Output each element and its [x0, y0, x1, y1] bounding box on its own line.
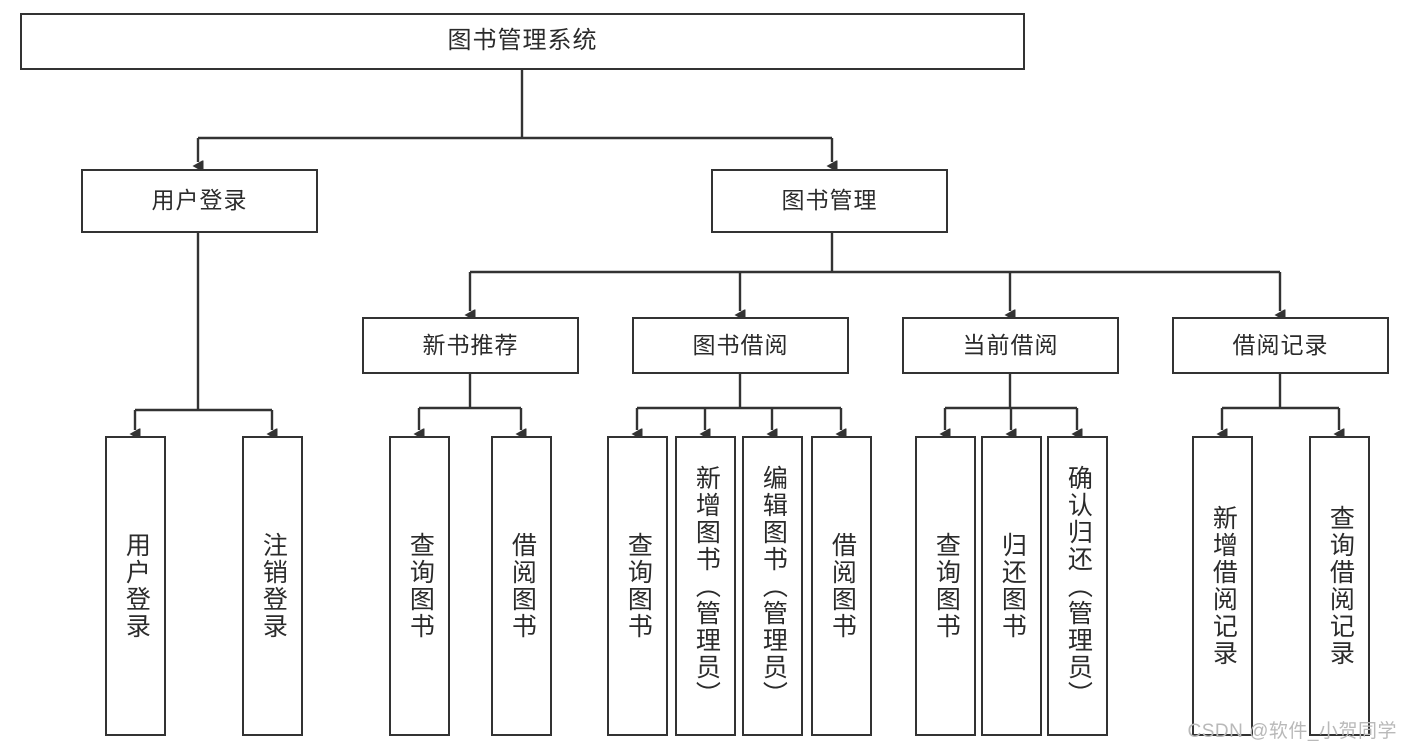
node-user-login[interactable]: 用户登录 — [81, 169, 318, 233]
leaf-current-query-book[interactable]: 查询图书 — [915, 436, 976, 736]
node-new-book-recommend[interactable]: 新书推荐 — [362, 317, 579, 374]
node-current-borrow[interactable]: 当前借阅 — [902, 317, 1119, 374]
leaf-recommend-query-book[interactable]: 查询图书 — [389, 436, 450, 736]
leaf-record-add-borrow-record[interactable]: 新增借阅记录 — [1192, 436, 1253, 736]
leaf-borrow-borrow-book[interactable]: 借阅图书 — [811, 436, 872, 736]
node-borrow-record[interactable]: 借阅记录 — [1172, 317, 1389, 374]
leaf-borrow-add-book-admin[interactable]: 新增图书（管理员） — [675, 436, 736, 736]
leaf-borrow-edit-book-admin[interactable]: 编辑图书（管理员） — [742, 436, 803, 736]
leaf-current-return-book[interactable]: 归还图书 — [981, 436, 1042, 736]
leaf-record-query-borrow-record[interactable]: 查询借阅记录 — [1309, 436, 1370, 736]
leaf-user-logout[interactable]: 注销登录 — [242, 436, 303, 736]
leaf-current-confirm-return-admin[interactable]: 确认归还（管理员） — [1047, 436, 1108, 736]
leaf-user-login[interactable]: 用户登录 — [105, 436, 166, 736]
leaf-recommend-borrow-book[interactable]: 借阅图书 — [491, 436, 552, 736]
node-book-borrow[interactable]: 图书借阅 — [632, 317, 849, 374]
leaf-borrow-query-book[interactable]: 查询图书 — [607, 436, 668, 736]
node-book-management[interactable]: 图书管理 — [711, 169, 948, 233]
node-root-system[interactable]: 图书管理系统 — [20, 13, 1025, 70]
watermark-csdn: CSDN @软件_小贺同学 — [1187, 721, 1397, 742]
